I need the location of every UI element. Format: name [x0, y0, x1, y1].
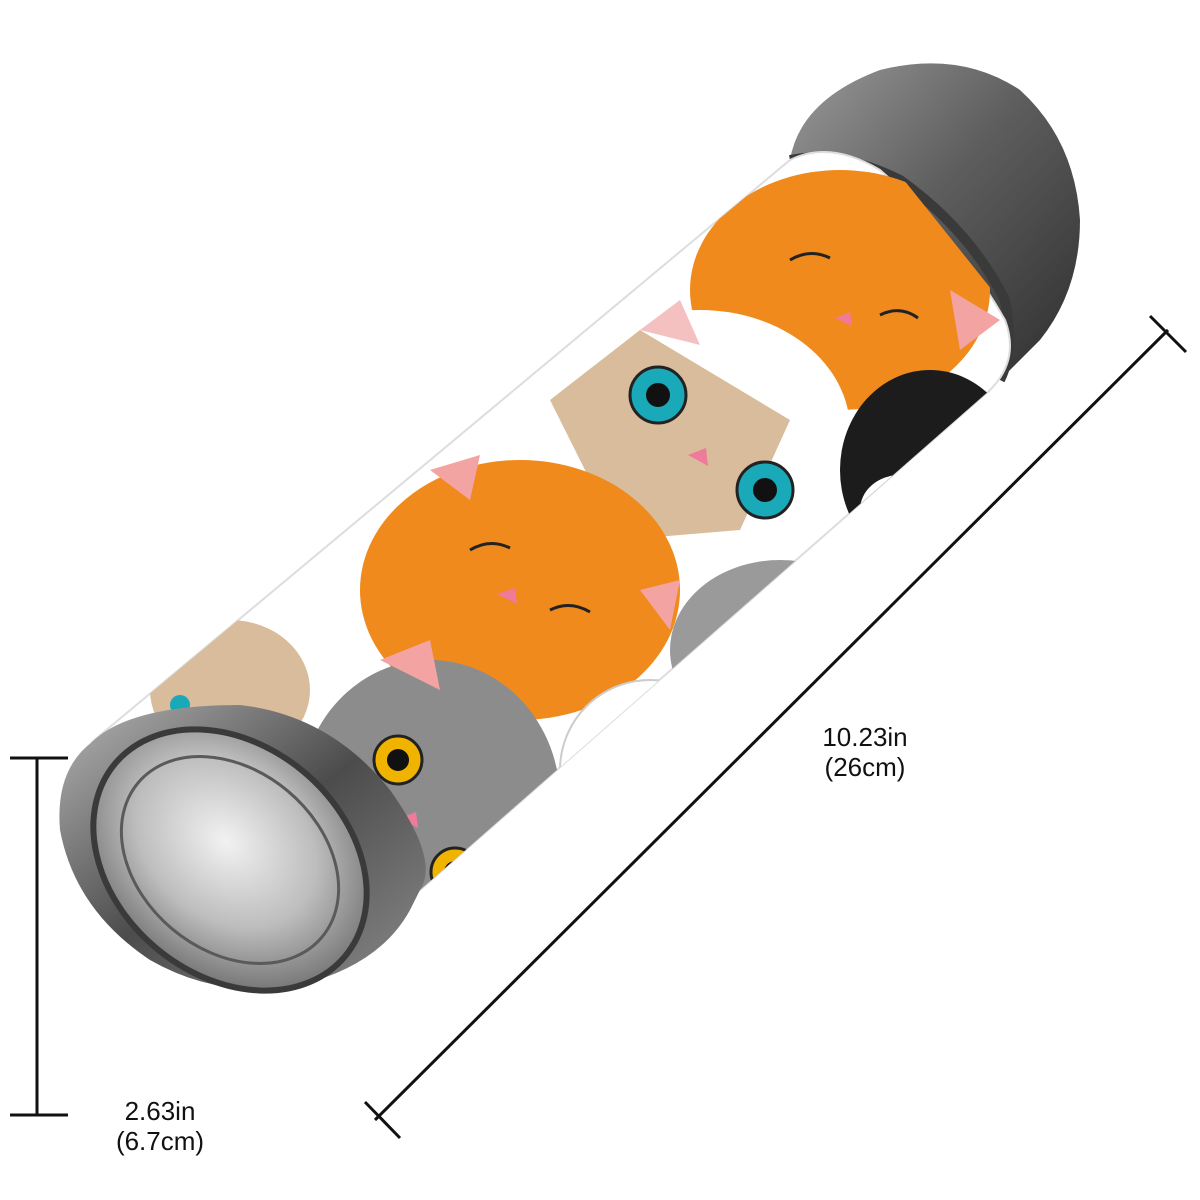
diameter-dimension-line [10, 756, 68, 1117]
diameter-label: 2.63in (6.7cm) [85, 1096, 235, 1156]
length-imperial: 10.23in [822, 722, 908, 752]
length-label: 10.23in (26cm) [790, 722, 940, 782]
length-metric: (26cm) [824, 752, 906, 782]
diameter-metric: (6.7cm) [115, 1126, 205, 1156]
diameter-imperial: 2.63in [124, 1096, 196, 1126]
bottle-body [90, 151, 1013, 909]
bottom-base [59, 705, 426, 994]
black-cat-face [840, 370, 1013, 570]
orange-cat-face-lower [360, 455, 680, 720]
length-dimension-line [363, 314, 1188, 1140]
